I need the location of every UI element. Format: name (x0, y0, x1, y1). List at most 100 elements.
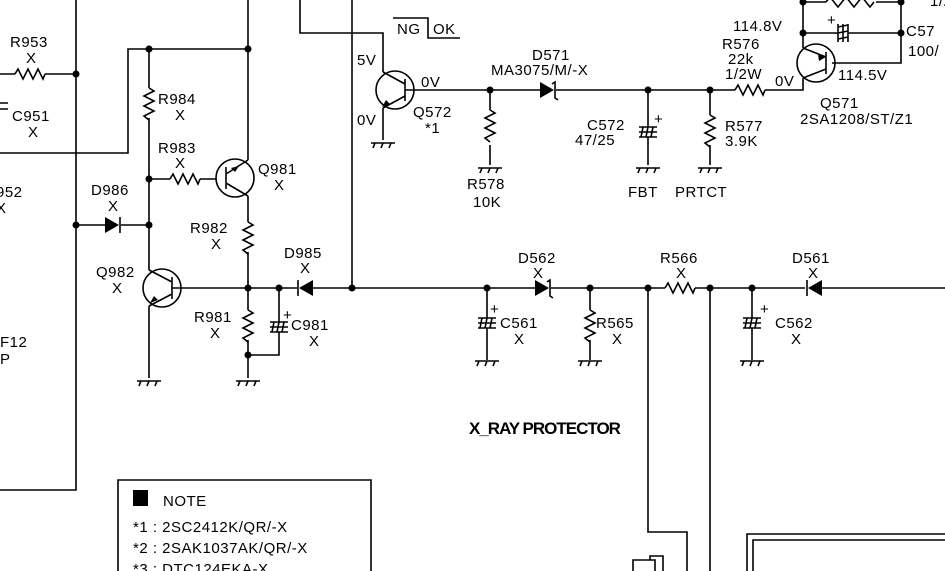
resistor-symbols (14, 0, 875, 343)
svg-text:X: X (676, 265, 687, 282)
label-r565: R565 (596, 315, 634, 332)
zener-d571 (540, 80, 559, 101)
svg-text:X: X (300, 260, 311, 277)
svg-text:P: P (0, 351, 11, 368)
section-title: X_RAY PROTECTOR (469, 419, 621, 438)
resistor-r578 (483, 109, 497, 143)
label-d571-part: MA3075/M/-X (491, 62, 588, 79)
label-c57x-value: 100/ (908, 43, 940, 60)
label-r576: R576 (722, 36, 760, 53)
ic-block (746, 533, 945, 571)
svg-text:+: + (654, 111, 663, 128)
svg-text:X: X (0, 200, 7, 217)
label-114-5v: 114.5V (838, 67, 887, 84)
resistor-r953 (14, 67, 46, 81)
svg-text:X: X (108, 198, 119, 215)
resistor-r984 (142, 87, 156, 121)
resistor-r981 (241, 309, 255, 343)
diode-d985 (297, 280, 313, 296)
capacitor-c561 (478, 317, 496, 329)
transistor-q981 (215, 158, 255, 198)
label-r578: R578 (467, 176, 505, 193)
label-0v-base: 0V (421, 74, 440, 91)
resistor-r982 (241, 221, 255, 255)
resistor-top (825, 0, 875, 9)
diode-d986 (105, 217, 121, 233)
label-d986: D986 (91, 182, 129, 199)
transistor-q571 (796, 43, 836, 83)
label-r576-power: 1/2W (725, 66, 762, 83)
label-top-resistor-value: 1/2 (930, 0, 945, 10)
transistor-q572 (375, 70, 415, 110)
label-q981: Q981 (258, 161, 297, 178)
label-q571: Q571 (820, 95, 859, 112)
label-ok: OK (433, 21, 456, 38)
label-d561: D561 (792, 250, 830, 267)
svg-text:X: X (309, 333, 320, 350)
label-c562: C562 (775, 315, 813, 332)
svg-text:+: + (760, 301, 769, 318)
label-d562: D562 (518, 250, 556, 267)
label-fbt: FBT (628, 184, 658, 201)
label-c561: C561 (500, 315, 538, 332)
note-heading: NOTE (163, 493, 207, 510)
label-r981: R981 (194, 309, 232, 326)
svg-text:X: X (808, 265, 819, 282)
svg-text:+: + (283, 307, 292, 324)
connector-block (632, 555, 664, 571)
label-r983: R983 (158, 140, 196, 157)
label-c981: C981 (291, 317, 329, 334)
resistor-r566 (664, 281, 696, 295)
svg-text:X: X (791, 331, 802, 348)
label-c572-value: 47/25 (575, 132, 615, 149)
capacitor-c562 (743, 317, 761, 329)
svg-text:X: X (210, 325, 221, 342)
label-q982: Q982 (96, 264, 135, 281)
svg-text:X: X (533, 265, 544, 282)
label-q571-part: 2SA1208/ST/Z1 (800, 111, 913, 128)
svg-text:X: X (274, 177, 285, 194)
transistor-q982 (142, 268, 182, 308)
svg-text:X: X (28, 124, 39, 141)
zener-d562 (535, 278, 554, 299)
capacitor-c981 (270, 321, 288, 333)
resistor-r565 (583, 309, 597, 343)
label-114-8v: 114.8V (733, 18, 782, 35)
label-5v: 5V (357, 52, 376, 69)
label-c572: C572 (587, 117, 625, 134)
svg-text:+: + (490, 301, 499, 318)
svg-text:X: X (211, 236, 222, 253)
label-r982: R982 (190, 220, 228, 237)
note-item: *1 : 2SC2412K/QR/-X (133, 519, 288, 536)
label-q572: Q572 (413, 104, 452, 121)
label-r578-value: 10K (473, 194, 501, 211)
diode-symbols (105, 80, 822, 299)
label-r953: R953 (10, 34, 48, 51)
diode-d561 (806, 280, 822, 296)
label-d571: D571 (532, 47, 570, 64)
note-square-icon (133, 490, 148, 506)
label-prtct: PRTCT (675, 184, 727, 201)
svg-text:X: X (612, 331, 623, 348)
svg-text:X: X (175, 155, 186, 172)
svg-text:+: + (827, 12, 836, 29)
label-q572-note: *1 (425, 120, 440, 137)
svg-text:X: X (26, 50, 37, 67)
label-c57x: C57 (906, 23, 935, 40)
label-ng: NG (397, 21, 421, 38)
label-f12: F12 (0, 334, 27, 351)
svg-text:X: X (112, 280, 123, 297)
label-r577-value: 3.9K (725, 133, 758, 150)
note-box: NOTE *1 : 2SC2412K/QR/-X *2 : 2SAK1037AK… (117, 479, 372, 571)
label-0v-emitter: 0V (357, 112, 376, 129)
resistor-r577 (703, 114, 717, 148)
resistor-r576 (734, 83, 766, 97)
transistor-symbols (142, 43, 836, 308)
junction-dots (72, 0, 905, 359)
label-r566: R566 (660, 250, 698, 267)
label-r576-value: 22k (728, 51, 754, 68)
capacitor-c951 (0, 102, 8, 110)
